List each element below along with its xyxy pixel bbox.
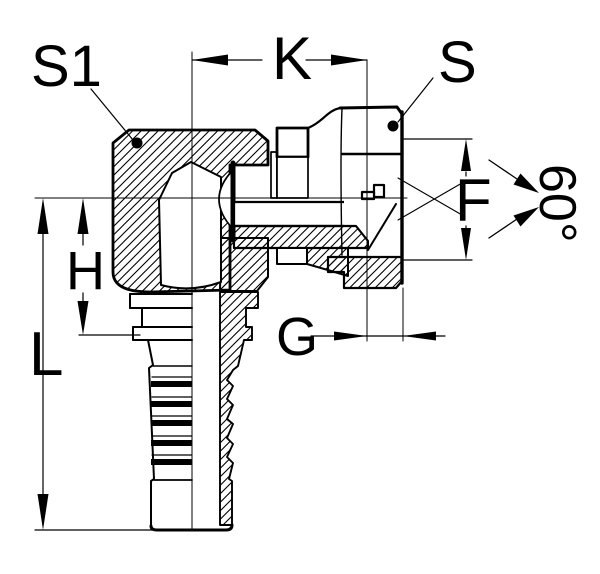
- label-h: H: [66, 241, 105, 301]
- label-s: S: [438, 30, 477, 95]
- nut-left-profile: [306, 106, 344, 130]
- k-arrow-left: [192, 54, 228, 66]
- l-arrow-bottom: [37, 494, 49, 530]
- barb-ridges: [151, 376, 193, 465]
- elbow-bore: [158, 161, 222, 290]
- f-extension-lines: [403, 138, 473, 261]
- tube-under-washer: [276, 156, 309, 199]
- step-notch: [276, 247, 308, 265]
- f-arrow-top: [461, 139, 471, 171]
- g-arrow-left: [334, 331, 367, 341]
- seat-gap: [369, 227, 396, 249]
- angle-callout-legs: [488, 159, 518, 239]
- h-arrow-top: [77, 198, 89, 234]
- k-arrow-right: [331, 54, 367, 66]
- h-arrow-bottom: [77, 301, 89, 335]
- thread-detail-step: [360, 190, 376, 201]
- s1-leader-dot: [131, 137, 143, 149]
- label-k: K: [272, 25, 312, 92]
- shaft-wall-section: [232, 224, 370, 250]
- cone-construction-lines: [397, 177, 463, 221]
- label-s1: S1: [31, 34, 102, 99]
- ball-nose-arc: [218, 169, 234, 230]
- label-g: G: [276, 307, 318, 367]
- label-angle-60: 60°: [528, 164, 586, 243]
- label-f: F: [455, 167, 492, 234]
- washer: [275, 126, 310, 159]
- s-leader-line: [397, 77, 434, 123]
- thread-groove: [270, 151, 278, 199]
- stem-right-section: [219, 291, 259, 526]
- s1-leader-line: [90, 88, 134, 141]
- nut-skirt-section: [326, 255, 404, 290]
- label-l: L: [29, 320, 63, 389]
- thread-detail-square: [372, 183, 386, 199]
- g-arrow-right: [403, 331, 436, 341]
- dimension-layer: K S1 S L H G F: [29, 25, 586, 531]
- angle-arrow-upper: [513, 173, 539, 193]
- s-leader-dot: [387, 120, 399, 132]
- l-arrow-top: [37, 198, 49, 234]
- f-arrow-bottom: [461, 228, 471, 260]
- fitting-part: [111, 105, 404, 532]
- angle-arrow-lower: [513, 207, 539, 227]
- cone-seat-line: [367, 203, 397, 251]
